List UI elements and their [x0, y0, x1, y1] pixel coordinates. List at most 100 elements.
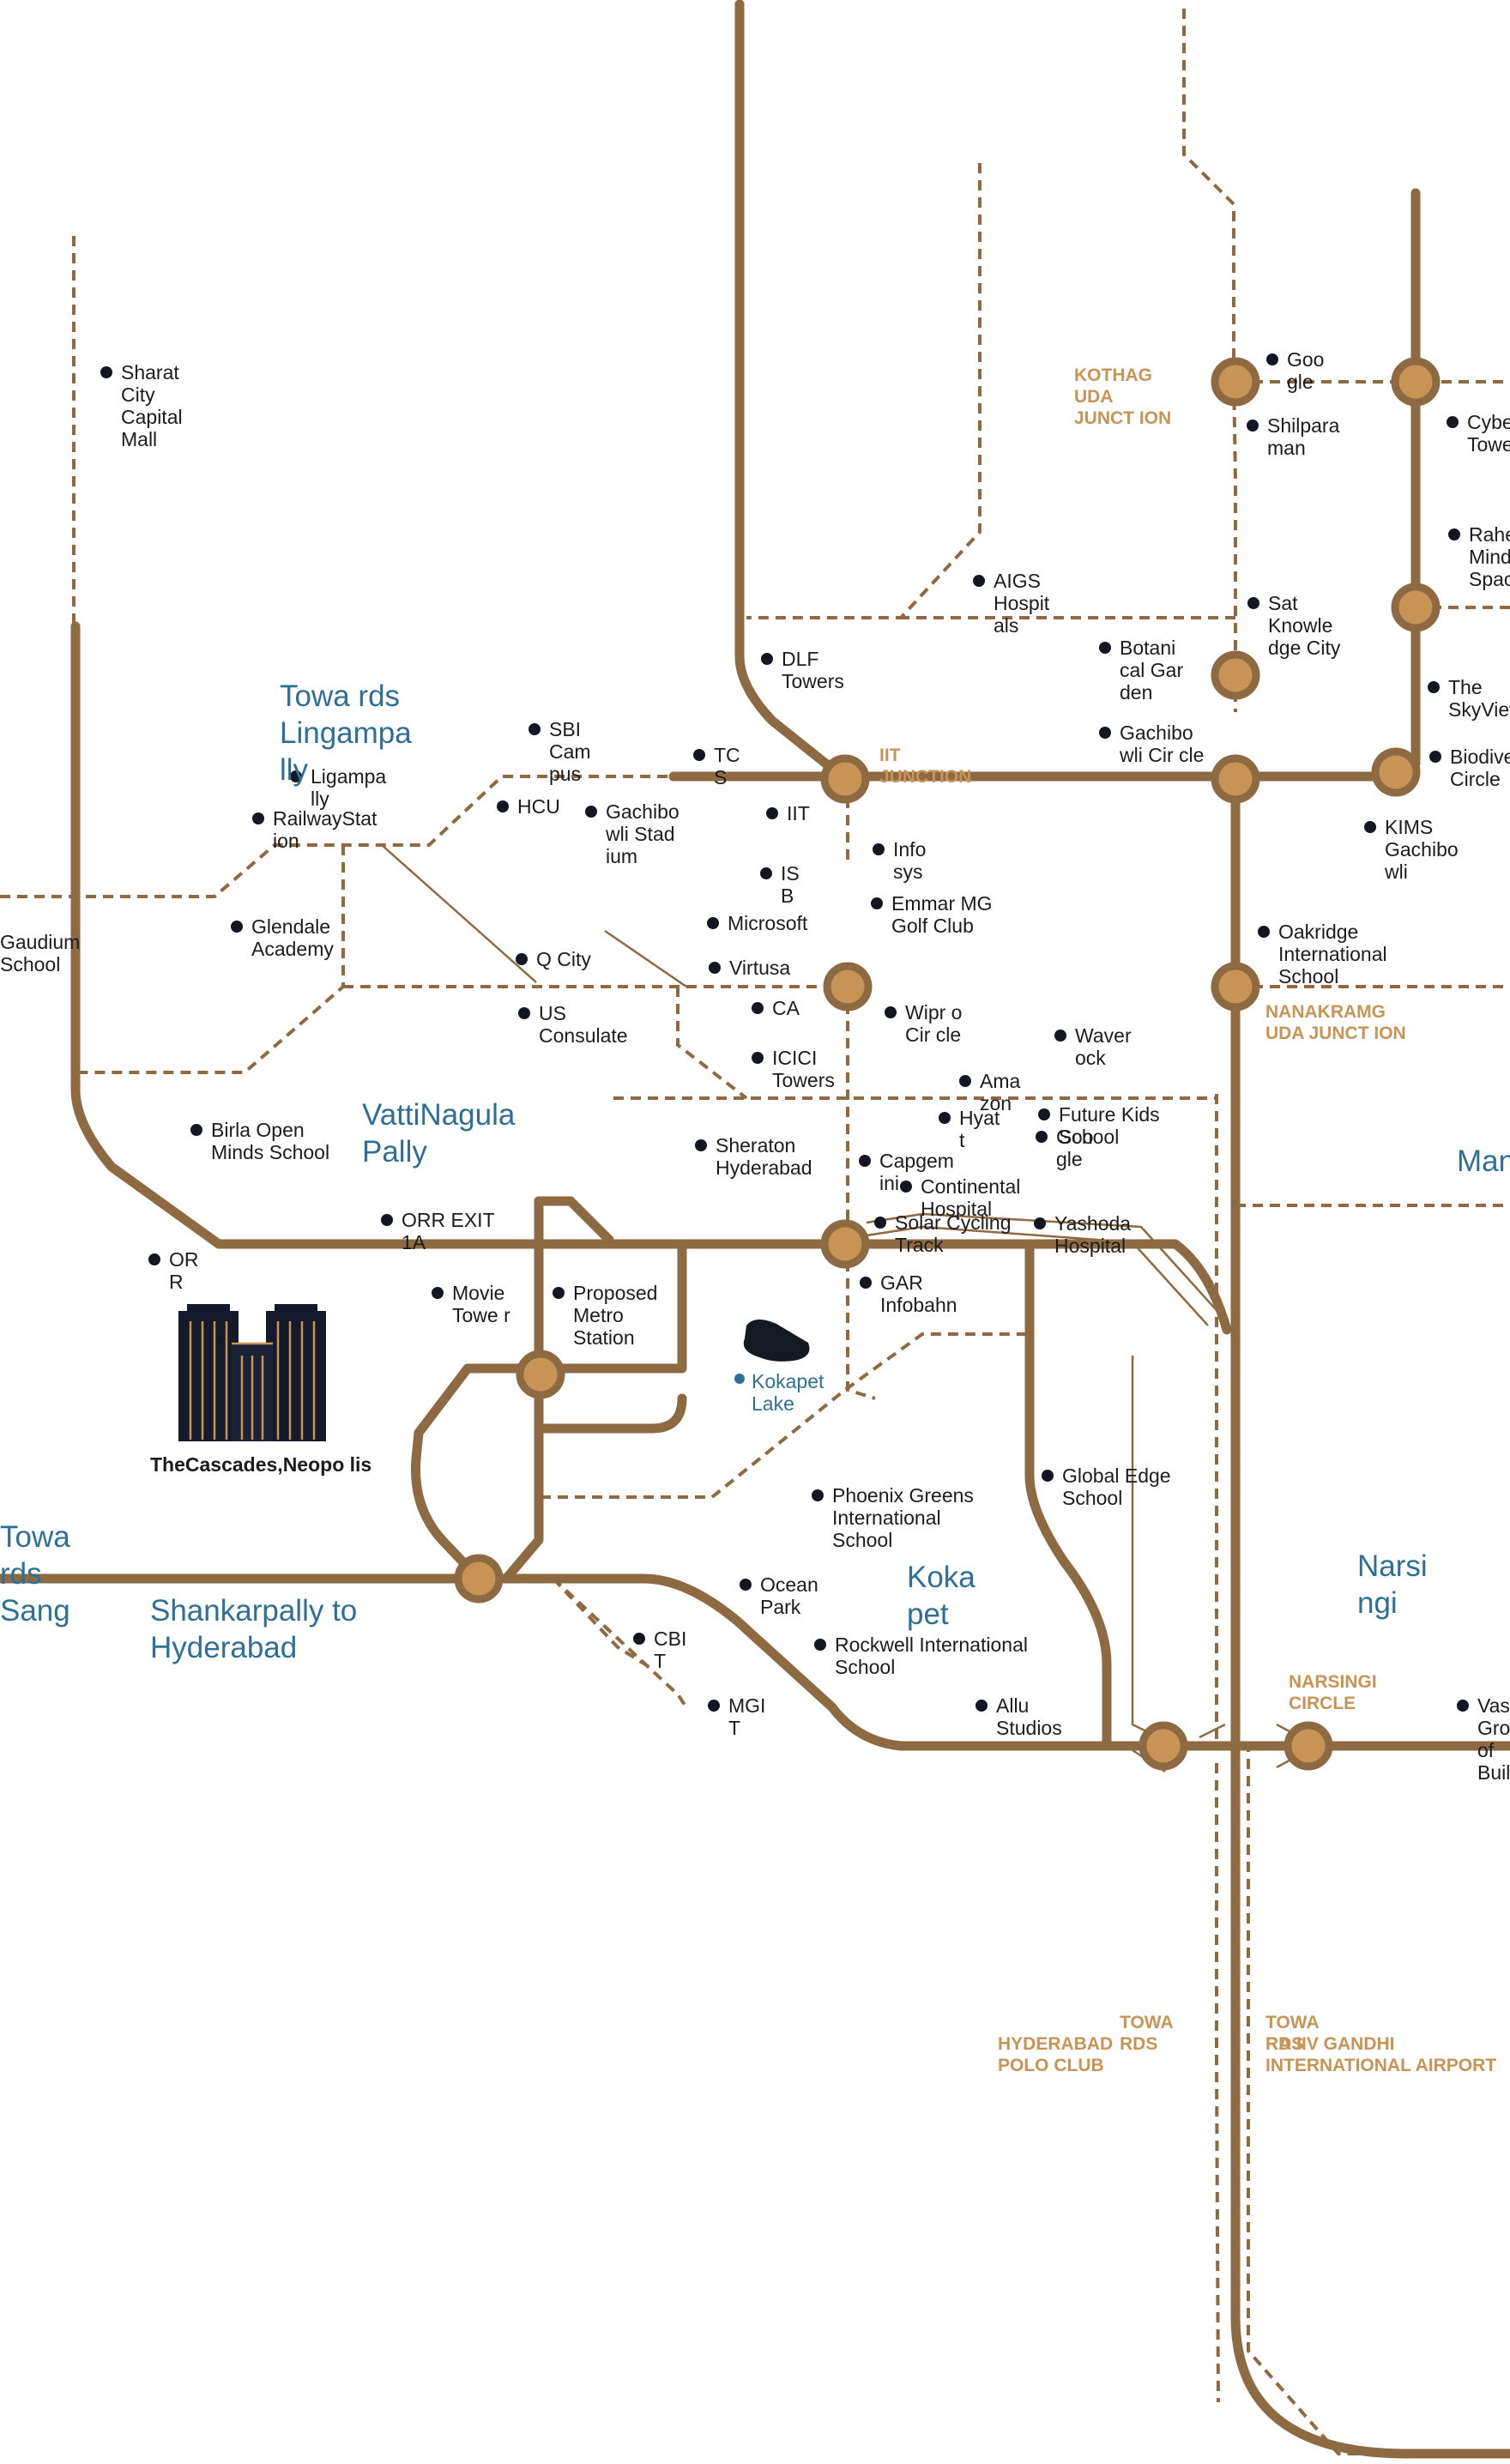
junction-kothaguda [1211, 357, 1260, 407]
poi-dots [100, 353, 1469, 1712]
poi-label: Oakridge International School [1278, 921, 1387, 987]
poi-dot [814, 1639, 826, 1651]
poi-label: Info sys [893, 838, 927, 883]
poi-label: Cyber Towers [1467, 411, 1510, 456]
poi-label: CA [772, 997, 800, 1019]
poi-dot [1266, 353, 1278, 365]
poi-dot [1447, 416, 1459, 428]
poi-dot [740, 1579, 752, 1591]
poi-label: Yashoda Hospital [1054, 1212, 1132, 1257]
building-label: TheCascades,Neopo lis [150, 1453, 372, 1476]
poi-label: IS B [781, 862, 800, 907]
poi-label: CBI T [654, 1628, 687, 1672]
poi-label: Goo gle [1287, 348, 1325, 393]
poi-dot [900, 1181, 912, 1193]
poi-dot [148, 1253, 160, 1265]
poi-label: US Consulate [539, 1002, 628, 1047]
poi-label: Goo gle [1056, 1126, 1094, 1170]
poi-label: Wipr o Cir cle [905, 1001, 963, 1046]
poi-label: ORR EXIT 1A [402, 1209, 495, 1253]
poi-dot [693, 749, 705, 761]
junction-label: HYDERABAD POLO CLUB [998, 2034, 1114, 2075]
poi-dot [812, 1489, 824, 1501]
junction-label: RAJIV GANDHI INTERNATIONAL AIRPORT [1265, 2034, 1497, 2075]
poi-label: Microsoft [728, 912, 808, 934]
area-label: Towa rds Lingampa lly [280, 679, 412, 787]
junction-gachibowli [1211, 754, 1260, 804]
poi-label: DLF Towers [782, 648, 844, 692]
poi-dot [766, 807, 778, 819]
poi-dot [381, 1214, 393, 1226]
poi-label: Hyat t [959, 1107, 1000, 1151]
area-label: Narsi ngi [1357, 1549, 1428, 1620]
poi-dot [1364, 821, 1376, 833]
poi-label: Gachibo wli Stad ium [606, 800, 680, 867]
poi-label: Global Edge School [1062, 1465, 1171, 1509]
poi-dot [432, 1287, 444, 1299]
poi-label: Birla Open Minds School [211, 1119, 330, 1163]
poi-label: Sheraton Hyderabad [716, 1134, 812, 1179]
poi-dot [1258, 926, 1270, 938]
poi-label: The SkyView [1448, 676, 1510, 721]
poi-dot [1099, 642, 1111, 654]
junction-label: NANAKRAMG UDA JUNCT ION [1265, 1002, 1406, 1043]
poi-dot [1034, 1217, 1046, 1229]
poi-dot [973, 575, 985, 587]
poi-label: KIMS Gachibo wli [1385, 816, 1459, 883]
poi-dot [1247, 597, 1259, 609]
poi-dot [528, 723, 541, 735]
poi-label: Ligampa lly [311, 765, 387, 810]
area-label: Manikonda [1457, 1144, 1510, 1178]
poi-dot [1428, 681, 1440, 693]
poi-label: Phoenix Greens International School [832, 1484, 974, 1551]
poi-dot [1038, 1108, 1050, 1120]
junction-google [1391, 357, 1441, 407]
building-towers [178, 1304, 326, 1441]
poi-dot [252, 812, 264, 824]
poi-label: Biodiversity Circle [1450, 746, 1510, 790]
poi-dot [231, 921, 243, 933]
poi-dot [959, 1075, 971, 1087]
lake-dot [734, 1374, 745, 1384]
poi-dot [100, 366, 112, 378]
poi-label: OR R [169, 1248, 199, 1293]
poi-dot [1099, 727, 1111, 739]
poi-label: Botani cal Gar den [1120, 637, 1184, 704]
junction-circles [454, 357, 1441, 1771]
poi-dot [975, 1700, 988, 1712]
poi-dot [761, 653, 773, 665]
poi-label: Raheja Mind Space [1469, 523, 1510, 590]
poi-label: AIGS Hospit als [994, 570, 1050, 637]
junction-narsingi [1284, 1721, 1333, 1771]
poi-dot [709, 962, 721, 974]
poi-label: Virtusa [729, 957, 791, 979]
poi-label: Gachibo wli Cir cle [1120, 722, 1205, 766]
poi-label: MGI T [728, 1694, 766, 1739]
poi-label: IIT [787, 802, 810, 824]
poi-label: GAR Infobahn [880, 1271, 957, 1316]
poi-dot [1457, 1700, 1469, 1712]
poi-dot [553, 1287, 565, 1299]
poi-label: Capgem ini [879, 1150, 954, 1194]
poi-label: Shilpara man [1267, 414, 1340, 459]
area-label: Towa rds Sangareddy [0, 1520, 70, 1628]
poi-label: TC S [714, 744, 740, 788]
poi-dot [1042, 1470, 1054, 1482]
poi-dot [752, 1052, 764, 1064]
poi-dot [1247, 420, 1259, 432]
junction-label: IIT JUNCTION [879, 746, 972, 787]
poi-dot [290, 770, 302, 782]
poi-label: Gaudium School [0, 931, 81, 975]
poi-dot [752, 1002, 764, 1014]
junction-iit [820, 754, 870, 804]
lake-label: Kokapet Lake [752, 1370, 824, 1415]
poi-dot [860, 1277, 872, 1289]
poi-label: Allu Studios [996, 1694, 1062, 1739]
poi-label: RailwayStat ion [273, 807, 378, 852]
junction-label: TOWA RDS [1265, 2013, 1319, 2054]
poi-label: SBI Cam pus [549, 718, 591, 785]
junction-wipro [823, 962, 873, 1012]
poi-label: ICICI Towers [772, 1047, 835, 1091]
